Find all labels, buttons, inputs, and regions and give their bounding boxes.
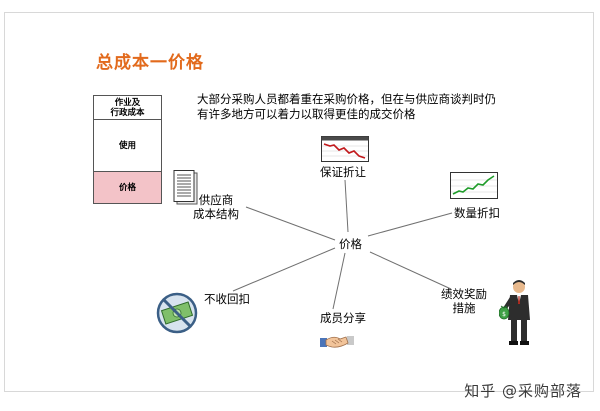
cost-stack-top-line-2: 行政成本	[110, 107, 145, 118]
slide-frame	[4, 12, 594, 392]
intro-text: 大部分采购人员都着重在采购价格，但在与供应商谈判时仍 有许多地方可以着力以取得更…	[197, 92, 537, 122]
spoke-supplier	[245, 206, 336, 241]
cost-stack-middle: 使用	[118, 140, 136, 151]
node-supplier-line-2: 成本结构	[193, 207, 239, 221]
no-money-icon	[156, 292, 198, 334]
node-supplier-line-1: 供应商	[198, 193, 234, 207]
node-reward-label: 绩效奖励 措施	[441, 287, 487, 315]
node-no-return-label: 不收回扣	[204, 292, 250, 306]
spoke-guarantee	[344, 179, 349, 233]
cost-stack: 作业及 行政成本 使用 价格	[93, 95, 162, 204]
slide-title: 总成本一价格	[96, 53, 204, 73]
intro-line-1: 大部分采购人员都着重在采购价格，但在与供应商谈判时仍	[197, 92, 496, 106]
handshake-icon	[320, 336, 354, 348]
cost-stack-top: 作业及 行政成本	[94, 96, 161, 120]
node-volume-label: 数量折扣	[454, 206, 500, 220]
spoke-volume	[367, 212, 453, 237]
spoke-reward	[369, 251, 452, 290]
node-supplier-label: 供应商 成本结构	[193, 193, 239, 221]
declining-chart-icon	[321, 136, 369, 162]
document-icon	[173, 170, 198, 205]
cost-stack-bottom: 价格	[94, 171, 161, 203]
node-guarantee-label: 保证折让	[320, 165, 366, 179]
svg-text:$: $	[502, 311, 506, 318]
businessman-icon: $	[499, 280, 530, 345]
spoke-share	[332, 252, 346, 310]
watermark: 知乎 @采购部落	[464, 382, 582, 400]
rising-chart-icon	[450, 172, 498, 199]
node-share-label: 成员分享	[320, 311, 366, 325]
spoke-no-return	[232, 247, 336, 292]
node-reward-line-1: 绩效奖励	[441, 287, 487, 301]
intro-line-2: 有许多地方可以着力以取得更佳的成交价格	[197, 107, 416, 121]
cost-stack-top-line-1: 作业及	[114, 97, 141, 108]
center-label: 价格	[339, 237, 362, 251]
node-reward-line-2: 措施	[452, 301, 476, 315]
